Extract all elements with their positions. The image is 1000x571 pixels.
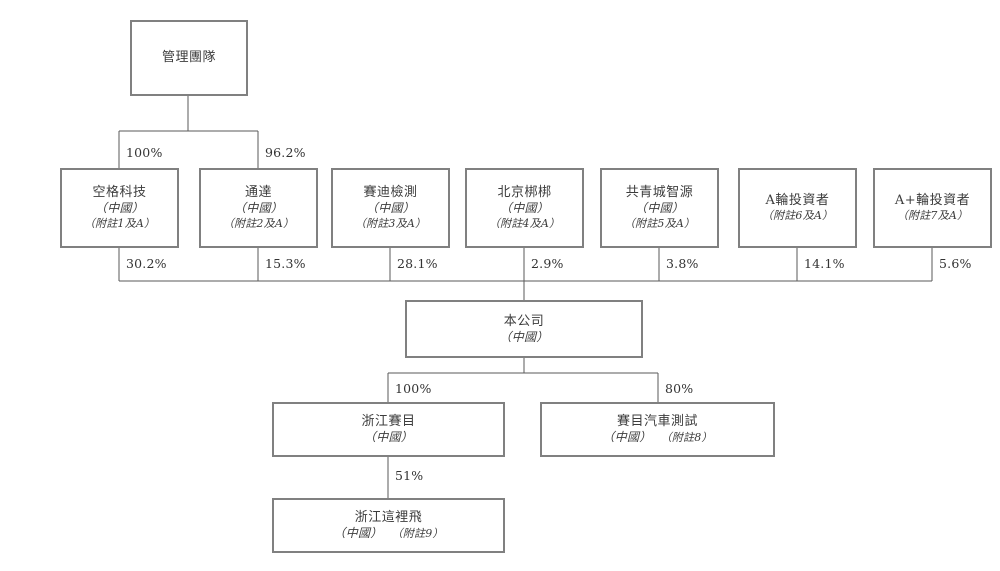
edge-label-kongge-to-company: 30.2% bbox=[126, 256, 167, 271]
node-note: （附註4及A） bbox=[488, 217, 561, 231]
node-label: 本公司 bbox=[503, 313, 545, 329]
node-subsidiary-1[interactable]: 浙江賽目 （中國） bbox=[272, 402, 505, 457]
edge-label-bangbang-to-company: 2.9% bbox=[531, 256, 564, 271]
node-country: （中國） bbox=[634, 201, 685, 216]
node-shareholder-6[interactable]: A輪投資者 （附註6及A） bbox=[738, 168, 857, 248]
node-management-team[interactable]: 管理團隊 bbox=[130, 20, 248, 96]
edge-label-company-to-zhejiang-saimu: 100% bbox=[395, 381, 432, 396]
node-label: 北京梆梆 bbox=[497, 185, 552, 201]
node-note: （附註1及A） bbox=[83, 217, 156, 231]
node-note: （附註8） bbox=[660, 431, 713, 445]
node-shareholder-4[interactable]: 北京梆梆 （中國） （附註4及A） bbox=[465, 168, 584, 248]
node-label: 通達 bbox=[244, 185, 272, 201]
node-label: 管理團隊 bbox=[161, 50, 216, 66]
node-country: （中國） bbox=[233, 201, 284, 216]
node-note: （附註3及A） bbox=[354, 217, 427, 231]
edge-label-a-round-to-company: 14.1% bbox=[804, 256, 845, 271]
node-country: （中國） bbox=[602, 430, 652, 445]
node-subsidiary-2[interactable]: 賽目汽車測試 （中國） （附註8） bbox=[540, 402, 775, 457]
edge-label-mgmt-to-tongda: 96.2% bbox=[265, 145, 306, 160]
node-note: （附註2及A） bbox=[222, 217, 295, 231]
node-label: 共青城智源 bbox=[625, 185, 694, 201]
node-label: 賽迪檢測 bbox=[363, 185, 418, 201]
node-label: A輪投資者 bbox=[765, 193, 830, 209]
node-shareholder-2[interactable]: 通達 （中國） （附註2及A） bbox=[199, 168, 318, 248]
node-country: （中國） bbox=[333, 526, 383, 541]
node-shareholder-7[interactable]: A+輪投資者 （附註7及A） bbox=[873, 168, 992, 248]
node-note: （附註9） bbox=[391, 527, 444, 541]
node-shareholder-3[interactable]: 賽迪檢測 （中國） （附註3及A） bbox=[331, 168, 450, 248]
node-country-note-row: （中國） （附註8） bbox=[602, 430, 712, 446]
node-country: （中國） bbox=[363, 430, 414, 445]
node-country-note-row: （中國） （附註9） bbox=[333, 526, 443, 542]
edge-label-tongda-to-company: 15.3% bbox=[265, 256, 306, 271]
node-shareholder-1[interactable]: 空格科技 （中國） （附註1及A） bbox=[60, 168, 179, 248]
node-label: A+輪投資者 bbox=[894, 193, 971, 209]
node-country: （中國） bbox=[365, 201, 416, 216]
edge-label-saidi-to-company: 28.1% bbox=[397, 256, 438, 271]
node-the-company[interactable]: 本公司 （中國） bbox=[405, 300, 643, 358]
edge-label-saimu-to-zhelifei: 51% bbox=[395, 468, 424, 483]
edge-label-gongqingcheng-to-company: 3.8% bbox=[666, 256, 699, 271]
node-sub-subsidiary-1[interactable]: 浙江這裡飛 （中國） （附註9） bbox=[272, 498, 505, 553]
node-label: 浙江這裡飛 bbox=[354, 510, 423, 525]
node-note: （附註6及A） bbox=[761, 209, 834, 223]
node-country: （中國） bbox=[499, 201, 550, 216]
node-label: 浙江賽目 bbox=[361, 414, 416, 429]
node-note: （附註7及A） bbox=[896, 209, 969, 223]
edge-label-company-to-saimu-auto: 80% bbox=[665, 381, 694, 396]
node-label: 賽目汽車測試 bbox=[616, 414, 698, 429]
node-shareholder-5[interactable]: 共青城智源 （中國） （附註5及A） bbox=[600, 168, 719, 248]
node-label: 空格科技 bbox=[92, 185, 147, 201]
edge-label-aplus-round-to-company: 5.6% bbox=[939, 256, 972, 271]
edge-label-mgmt-to-kongge: 100% bbox=[126, 145, 163, 160]
node-note: （附註5及A） bbox=[623, 217, 696, 231]
node-country: （中國） bbox=[499, 329, 549, 344]
node-country: （中國） bbox=[94, 201, 145, 216]
